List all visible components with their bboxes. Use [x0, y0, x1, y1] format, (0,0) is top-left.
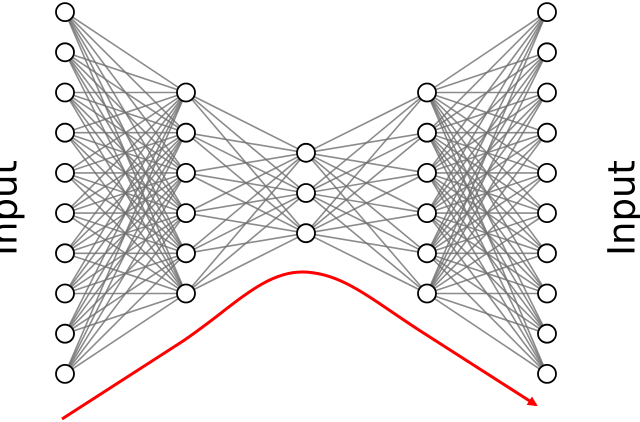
- edge: [426, 252, 548, 295]
- edge: [426, 92, 548, 294]
- edge: [426, 172, 548, 295]
- neuron-layer-5: [537, 42, 557, 63]
- edge: [64, 172, 187, 375]
- neuron-layer-5: [537, 122, 557, 143]
- edge: [64, 292, 187, 375]
- edge: [64, 92, 187, 375]
- edge: [305, 91, 428, 234]
- neuron-layer-4: [417, 283, 437, 304]
- neuron-layer-3: [296, 183, 316, 203]
- neuron-layer-5: [537, 203, 557, 224]
- neuron-layer-5: [537, 82, 557, 103]
- edge: [305, 132, 428, 234]
- neuron-layer-4: [417, 82, 437, 103]
- edge: [64, 92, 187, 335]
- edge: [305, 232, 428, 295]
- neuron-layer-4: [417, 162, 437, 183]
- edge: [305, 212, 428, 234]
- edge: [185, 192, 307, 295]
- edge: [305, 91, 428, 154]
- neuron-layer-1: [55, 82, 75, 103]
- edge: [426, 11, 548, 94]
- edges: [64, 11, 548, 375]
- neuron-layer-3: [296, 142, 316, 163]
- neuron-layer-1: [55, 122, 75, 143]
- neuron-layer-1: [55, 363, 75, 384]
- edge: [305, 91, 428, 194]
- edge: [426, 132, 548, 294]
- edge: [426, 292, 548, 335]
- neuron-layer-1: [55, 42, 75, 63]
- neuron-layer-1: [55, 203, 75, 224]
- neuron-layer-5: [537, 323, 557, 344]
- neuron-layer-4: [417, 122, 437, 143]
- neuron-layer-5: [537, 243, 557, 264]
- nodes: [55, 2, 557, 384]
- edge: [305, 172, 428, 234]
- edge: [426, 11, 548, 214]
- edge: [64, 92, 187, 294]
- edge: [426, 11, 548, 294]
- neuron-layer-1: [55, 243, 75, 264]
- edge: [426, 292, 548, 375]
- edge: [185, 152, 307, 254]
- edge: [185, 91, 307, 154]
- neuron-layer-1: [55, 323, 75, 344]
- neuron-layer-5: [537, 162, 557, 183]
- edge: [64, 252, 187, 375]
- edge: [64, 91, 187, 174]
- edge: [64, 92, 187, 254]
- edge: [64, 91, 187, 134]
- edge: [305, 232, 428, 255]
- neuron-layer-2: [176, 82, 196, 103]
- neuron-layer-4: [417, 243, 437, 264]
- edge: [426, 11, 548, 254]
- neuron-layer-1: [55, 162, 75, 183]
- neuron-layer-3: [296, 223, 316, 244]
- left-input-label: Input: [0, 160, 26, 256]
- edge: [185, 232, 307, 295]
- edge: [64, 51, 187, 94]
- edge: [426, 11, 548, 134]
- edge: [426, 212, 548, 295]
- neuron-layer-2: [176, 122, 196, 143]
- edge: [185, 152, 307, 214]
- neuron-layer-4: [417, 203, 437, 224]
- flow-arrow: [61, 270, 538, 421]
- neuron-layer-2: [176, 283, 196, 304]
- neuron-layer-2: [176, 243, 196, 264]
- edge: [185, 131, 307, 154]
- edge: [185, 152, 307, 295]
- neuron-layer-5: [537, 363, 557, 384]
- edge: [64, 212, 187, 375]
- edge: [185, 152, 307, 174]
- neuron-layer-5: [537, 283, 557, 304]
- edge: [426, 11, 548, 174]
- right-input-label: Input: [600, 160, 640, 256]
- neuron-layer-5: [537, 2, 557, 22]
- edge: [64, 91, 187, 214]
- neuron-layer-1: [55, 2, 75, 22]
- edge: [426, 51, 548, 294]
- neuron-layer-2: [176, 162, 196, 183]
- edge: [64, 11, 187, 94]
- edge: [64, 132, 187, 375]
- neuron-layer-1: [55, 283, 75, 304]
- neuron-layer-2: [176, 203, 196, 224]
